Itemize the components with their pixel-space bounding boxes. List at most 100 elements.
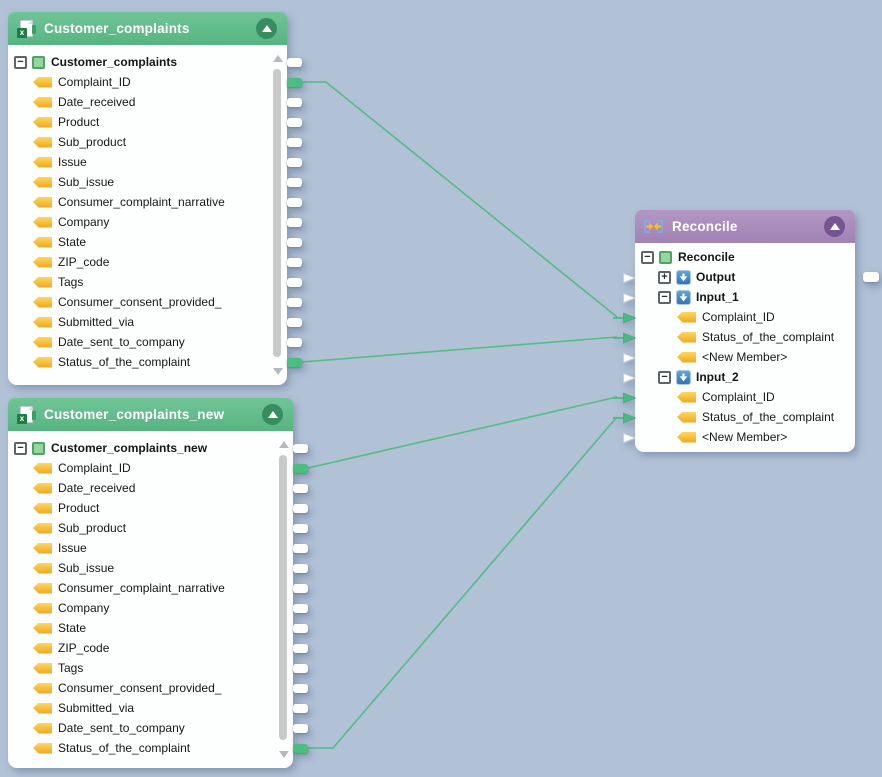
tree-row-issue[interactable]: Issue — [8, 538, 293, 558]
tree-row-complaint-id[interactable]: Complaint_ID — [635, 387, 855, 407]
tree-row-state[interactable]: State — [8, 618, 293, 638]
output-connector-stub[interactable] — [287, 177, 302, 187]
tree-row-date-received[interactable]: Date_received — [8, 92, 287, 112]
tree-row-submitted-via[interactable]: Submitted_via — [8, 698, 293, 718]
tree-row-new-member[interactable]: <New Member> — [635, 347, 855, 367]
connection-line[interactable] — [307, 396, 618, 469]
output-connector-stub[interactable] — [287, 277, 302, 287]
output-connector-stub[interactable] — [287, 57, 302, 67]
output-connector-stub[interactable] — [293, 443, 308, 453]
tree-row-customer-complaints-new[interactable]: −Customer_complaints_new — [8, 438, 293, 458]
input-connector-stub[interactable] — [613, 351, 637, 364]
tree-row-consumer-consent-provided[interactable]: Consumer_consent_provided_ — [8, 292, 287, 312]
tree-row-sub-product[interactable]: Sub_product — [8, 518, 293, 538]
tree-row-tags[interactable]: Tags — [8, 272, 287, 292]
tree-row-complaint-id[interactable]: Complaint_ID — [635, 307, 855, 327]
connection-line[interactable] — [302, 81, 618, 318]
output-connector-stub[interactable] — [293, 583, 308, 593]
output-connector-connected[interactable] — [287, 77, 302, 87]
output-connector-stub[interactable] — [287, 317, 302, 327]
output-connector-stub[interactable] — [293, 623, 308, 633]
output-connector-stub[interactable] — [293, 703, 308, 713]
scrollbar-down-arrow[interactable] — [279, 751, 289, 758]
output-connector-stub[interactable] — [287, 117, 302, 127]
tree-row-reconcile[interactable]: −Reconcile — [635, 247, 855, 267]
tree-row-date-sent-to-company[interactable]: Date_sent_to_company — [8, 332, 287, 352]
tree-row-status-of-the-complaint[interactable]: Status_of_the_complaint — [8, 738, 293, 758]
output-connector-stub[interactable] — [293, 663, 308, 673]
collapse-toggle-icon[interactable]: − — [14, 441, 27, 455]
output-connector-stub[interactable] — [287, 297, 302, 307]
tree-row-status-of-the-complaint[interactable]: Status_of_the_complaint — [8, 352, 287, 372]
tree-row-status-of-the-complaint[interactable]: Status_of_the_complaint — [635, 407, 855, 427]
input-connector-stub[interactable] — [613, 431, 637, 444]
output-connector-stub[interactable] — [287, 97, 302, 107]
tree-row-company[interactable]: Company — [8, 598, 293, 618]
tree-row-sub-product[interactable]: Sub_product — [8, 132, 287, 152]
tree-row-zip-code[interactable]: ZIP_code — [8, 638, 293, 658]
output-connector-stub[interactable] — [863, 272, 879, 282]
scrollbar-up-arrow[interactable] — [279, 441, 289, 448]
input-connector-connected[interactable] — [613, 311, 637, 324]
tree-row-complaint-id[interactable]: Complaint_ID — [8, 458, 293, 478]
collapse-toggle-icon[interactable]: − — [658, 370, 671, 384]
output-connector-stub[interactable] — [287, 257, 302, 267]
input-connector-stub[interactable] — [613, 271, 637, 284]
tree-row-submitted-via[interactable]: Submitted_via — [8, 312, 287, 332]
output-connector-stub[interactable] — [293, 683, 308, 693]
collapse-button[interactable] — [256, 18, 277, 39]
component-header[interactable]: Reconcile — [635, 210, 855, 243]
output-connector-stub[interactable] — [293, 723, 308, 733]
tree-row-consumer-consent-provided[interactable]: Consumer_consent_provided_ — [8, 678, 293, 698]
expand-toggle-icon[interactable]: + — [658, 270, 671, 284]
collapse-button[interactable] — [824, 216, 845, 237]
tree-row-date-received[interactable]: Date_received — [8, 478, 293, 498]
output-connector-stub[interactable] — [287, 157, 302, 167]
output-connector-stub[interactable] — [293, 483, 308, 493]
tree-row-input-1[interactable]: −Input_1 — [635, 287, 855, 307]
collapse-toggle-icon[interactable]: − — [658, 290, 671, 304]
tree-row-issue[interactable]: Issue — [8, 152, 287, 172]
output-connector-stub[interactable] — [293, 643, 308, 653]
tree-row-state[interactable]: State — [8, 232, 287, 252]
tree-row-input-2[interactable]: −Input_2 — [635, 367, 855, 387]
tree-row-consumer-complaint-narrative[interactable]: Consumer_complaint_narrative — [8, 578, 293, 598]
input-connector-stub[interactable] — [613, 371, 637, 384]
scrollbar-up-arrow[interactable] — [273, 55, 283, 62]
tree-row-complaint-id[interactable]: Complaint_ID — [8, 72, 287, 92]
scrollbar-down-arrow[interactable] — [273, 368, 283, 375]
input-connector-stub[interactable] — [613, 291, 637, 304]
output-connector-stub[interactable] — [287, 197, 302, 207]
output-connector-stub[interactable] — [287, 217, 302, 227]
tree-row-product[interactable]: Product — [8, 112, 287, 132]
scrollbar-thumb[interactable] — [279, 455, 287, 740]
tree-row-tags[interactable]: Tags — [8, 658, 293, 678]
tree-row-sub-issue[interactable]: Sub_issue — [8, 558, 293, 578]
tree-row-company[interactable]: Company — [8, 212, 287, 232]
tree-row-consumer-complaint-narrative[interactable]: Consumer_complaint_narrative — [8, 192, 287, 212]
tree-row-output[interactable]: +Output — [635, 267, 855, 287]
output-connector-stub[interactable] — [293, 523, 308, 533]
tree-row-date-sent-to-company[interactable]: Date_sent_to_company — [8, 718, 293, 738]
input-connector-connected[interactable] — [613, 391, 637, 404]
connection-line[interactable] — [301, 336, 618, 363]
output-connector-connected[interactable] — [287, 357, 302, 367]
output-connector-stub[interactable] — [287, 137, 302, 147]
collapse-toggle-icon[interactable]: − — [14, 55, 27, 69]
tree-row-new-member[interactable]: <New Member> — [635, 427, 855, 447]
output-connector-connected[interactable] — [293, 463, 308, 473]
input-connector-connected[interactable] — [613, 411, 637, 424]
tree-row-status-of-the-complaint[interactable]: Status_of_the_complaint — [635, 327, 855, 347]
output-connector-connected[interactable] — [293, 743, 308, 753]
output-connector-stub[interactable] — [293, 503, 308, 513]
connection-line[interactable] — [308, 416, 618, 749]
tree-row-product[interactable]: Product — [8, 498, 293, 518]
collapse-button[interactable] — [262, 404, 283, 425]
output-connector-stub[interactable] — [293, 543, 308, 553]
output-connector-stub[interactable] — [293, 563, 308, 573]
scrollbar-thumb[interactable] — [273, 69, 281, 357]
tree-row-customer-complaints[interactable]: −Customer_complaints — [8, 52, 287, 72]
output-connector-stub[interactable] — [287, 237, 302, 247]
